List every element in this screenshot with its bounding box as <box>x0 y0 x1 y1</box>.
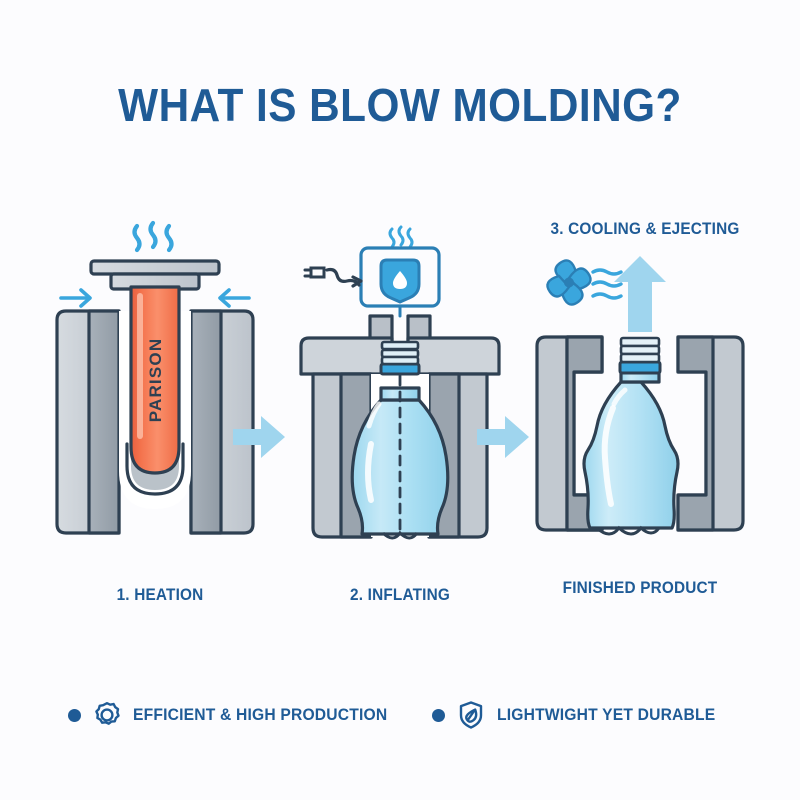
mold-clamp-top <box>299 314 501 376</box>
mold-close-arrow-left-icon <box>59 288 92 308</box>
shield-leaf-icon <box>456 700 486 730</box>
stage-heating: PARISON 1. HEATION <box>45 220 275 650</box>
cooling-fan-icon <box>546 259 592 306</box>
mold-close-arrow-right-icon <box>218 288 251 308</box>
benefit-lightwight-yet-durable: LIGHTWIGHT YET DURABLE <box>432 692 734 738</box>
stage-inflating: 2. INFLATING <box>285 225 515 650</box>
benefit-label: EFFICIENT & HIGH PRODUCTION <box>133 705 388 724</box>
cool-air-waves-icon <box>591 268 623 300</box>
gear-icon <box>92 700 122 730</box>
benefit-bullet <box>68 708 81 722</box>
page-title: WHAT IS BLOW MOLDING? <box>118 79 682 131</box>
extruder-plate <box>89 259 221 291</box>
mold-half-right <box>676 335 745 532</box>
benefit-efficient-high-production: EFFICIENT & HIGH PRODUCTION <box>68 692 409 738</box>
finished-bottle <box>582 336 680 536</box>
arrow-right-icon <box>477 415 529 459</box>
eject-arrow-up-icon <box>614 256 666 332</box>
air-compressor-icon <box>303 225 441 318</box>
parison-label: PARISON <box>146 338 165 423</box>
stage-heating-illustration: PARISON <box>45 220 275 590</box>
arrow-right-icon <box>233 415 285 459</box>
mold-bottom-cup <box>125 442 185 496</box>
benefit-label: LIGHTWIGHT YET DURABLE <box>497 705 716 724</box>
mold-half-right <box>189 309 255 535</box>
benefit-bullet <box>432 708 445 722</box>
heat-wave-icon <box>132 220 174 253</box>
stage-cooling-ejecting-heading: 3. COOLING & EJECTING <box>550 220 740 238</box>
parison <box>129 285 181 475</box>
benefits-row: EFFICIENT & HIGH PRODUCTION LIGHTWIGHT Y… <box>0 692 800 738</box>
inflating-bottle <box>350 340 450 540</box>
mold-half-left <box>55 309 121 535</box>
stage-cooling-ejecting: 3. COOLING & EJECTING <box>525 220 755 650</box>
stage-inflating-caption: 2. INFLATING <box>349 586 450 604</box>
stage-cooling-ejecting-caption: FINISHED PRODUCT <box>562 579 718 597</box>
stage-inflating-illustration <box>285 225 515 590</box>
stage-heating-caption: 1. HEATION <box>116 586 204 604</box>
stage-cooling-ejecting-illustration <box>525 230 755 590</box>
